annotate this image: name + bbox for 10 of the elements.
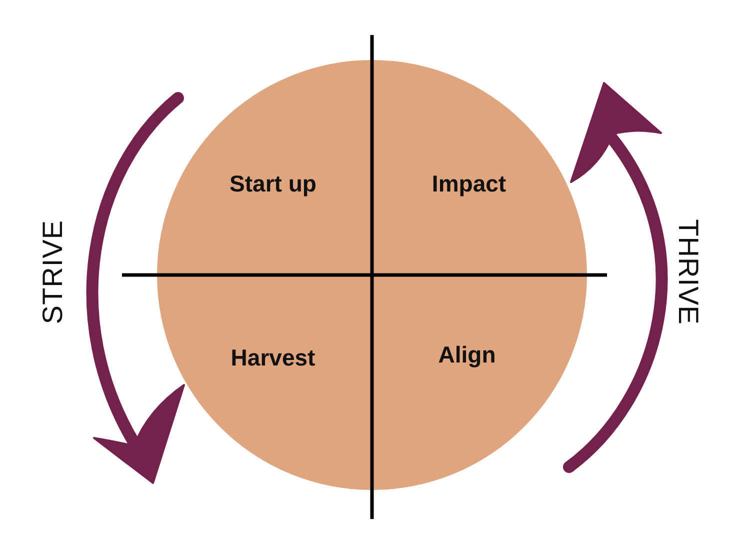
side-label: THRIVE bbox=[674, 219, 702, 325]
quadrant-segment bbox=[157, 60, 372, 275]
quadrant-segment bbox=[157, 275, 372, 490]
quadrant-label: Align bbox=[438, 342, 496, 368]
side-label: STRIVE bbox=[39, 220, 67, 324]
quadrant-segment bbox=[372, 275, 587, 490]
quadrant-label: Impact bbox=[432, 171, 506, 197]
quadrant-label: Start up bbox=[230, 171, 316, 197]
quadrant-segment bbox=[372, 60, 587, 275]
quadrant-label: Harvest bbox=[230, 345, 316, 371]
